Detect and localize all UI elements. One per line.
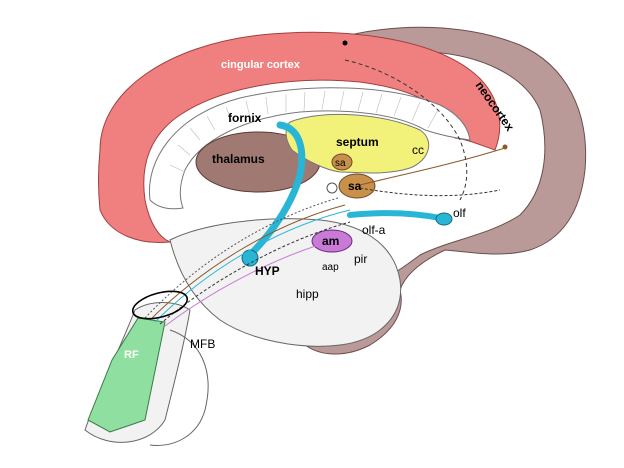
aap-label: aap (322, 262, 339, 273)
callosal-band (148, 87, 471, 210)
hipp-label: hipp (296, 287, 319, 301)
mfb-label: MFB (190, 337, 215, 351)
sa-small-label: sa (335, 158, 346, 169)
mfb-ring (131, 290, 189, 320)
hyp-label: HYP (255, 264, 280, 278)
rf-label: RF (124, 349, 139, 361)
mid-node (326, 182, 338, 194)
olf-a-label: olf-a (362, 223, 386, 237)
striations (169, 90, 439, 173)
tract-dot (342, 40, 348, 46)
thalamus-label: thalamus (212, 152, 265, 166)
tract-dot (502, 144, 508, 150)
olf-bulb (435, 212, 453, 226)
septum-label: septum (336, 135, 379, 149)
cc-label: cc (412, 143, 424, 157)
pir-label: pir (354, 252, 367, 266)
sa-small-region (331, 153, 353, 171)
fornix-tract (246, 121, 306, 259)
am-label: am (322, 234, 339, 248)
fiber-tracts (144, 59, 506, 327)
olf-label: olf (453, 206, 466, 220)
sa-large-label: sa (348, 179, 362, 193)
septum-region (285, 113, 430, 174)
olf-tract (347, 210, 443, 221)
temporal-lobe-region (169, 218, 402, 347)
fornix-label: fornix (228, 111, 262, 125)
rf-region (87, 317, 166, 433)
sa-large-region (338, 173, 376, 199)
cingular-cortex-label: cingular cortex (221, 59, 301, 71)
pons-outline (149, 329, 209, 446)
neocortex-region (304, 26, 587, 355)
